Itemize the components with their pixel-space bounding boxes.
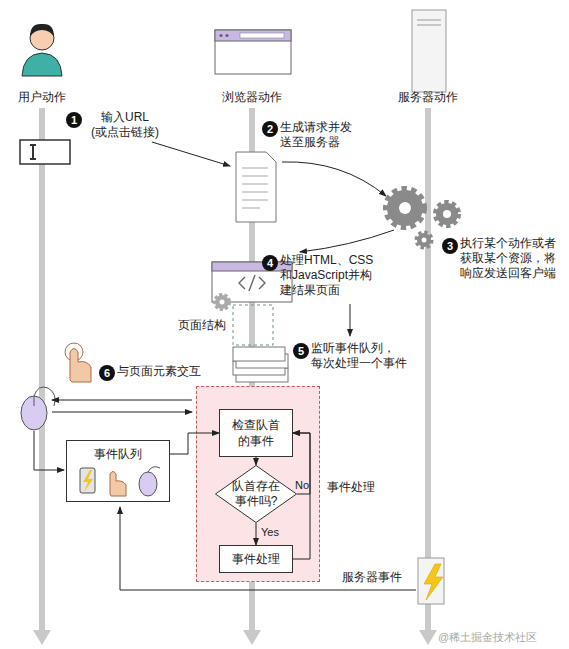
node-text: 事件处理 bbox=[232, 551, 280, 567]
lane-axis bbox=[39, 108, 45, 632]
mouse-button-line bbox=[34, 396, 35, 406]
gear-hole bbox=[422, 238, 427, 243]
step-text: 处理HTML、CSS和JavaScript并构建结果页面 bbox=[280, 253, 384, 298]
flow-arrow bbox=[350, 304, 351, 336]
step-text: 与页面元素交互 bbox=[117, 364, 217, 379]
node-text: 检查队首的事件 bbox=[231, 417, 281, 449]
server-slot bbox=[417, 20, 441, 21]
edge-label: Yes bbox=[261, 526, 279, 539]
step-text: 监听事件队列，每次处理一个事件 bbox=[311, 341, 411, 371]
user-icon-hair bbox=[30, 24, 54, 37]
mouse-icon bbox=[139, 472, 157, 496]
gear-icon bbox=[436, 203, 458, 225]
connector bbox=[170, 433, 219, 454]
diamond-shape bbox=[216, 466, 297, 523]
step-text: 执行某个动作或者获取某个资源，将响应发送回客户端 bbox=[460, 236, 560, 281]
gear-hole bbox=[220, 300, 225, 305]
browser-icon-bar bbox=[215, 30, 291, 41]
input-box-icon bbox=[20, 140, 70, 164]
callout-number: 4 bbox=[262, 255, 278, 271]
callout-number: 6 bbox=[99, 365, 115, 381]
callout-number: 3 bbox=[442, 238, 458, 254]
caption-label: 页面结构 bbox=[178, 318, 238, 333]
gear-hole bbox=[399, 202, 411, 214]
document-lines bbox=[242, 168, 268, 208]
hand-icon bbox=[110, 472, 126, 497]
callout-number: 5 bbox=[293, 343, 309, 359]
browser-dot bbox=[219, 34, 222, 37]
gear-icon bbox=[417, 233, 431, 247]
node-text: 事件队列 bbox=[94, 446, 142, 463]
page-stack bbox=[233, 347, 285, 361]
dom-guide-lines bbox=[233, 305, 273, 345]
lane-axis-head bbox=[243, 630, 261, 645]
browser-dot bbox=[225, 34, 228, 37]
column-header: 浏览器动作 bbox=[202, 90, 302, 105]
flow-arrow bbox=[282, 162, 386, 196]
flow-arrow bbox=[300, 230, 394, 252]
request-document-icon bbox=[236, 152, 276, 222]
lightning-icon bbox=[424, 564, 443, 600]
user-icon-body bbox=[22, 53, 62, 76]
gear-hole bbox=[443, 210, 451, 218]
step-text: 生成请求并发送至服务器 bbox=[280, 120, 356, 150]
mouse-cord bbox=[148, 467, 160, 472]
column-header: 用户动作 bbox=[2, 90, 82, 105]
lane-axis bbox=[425, 108, 431, 632]
edge-label: No bbox=[295, 479, 309, 492]
queue-background bbox=[66, 440, 170, 502]
connector bbox=[293, 433, 310, 559]
region-heading: 事件处理 bbox=[327, 479, 387, 496]
gear-icon bbox=[215, 295, 229, 309]
flow-arrow bbox=[152, 142, 230, 166]
event-arrow bbox=[34, 431, 64, 470]
lane-axis-head bbox=[33, 630, 51, 645]
server-slot bbox=[417, 25, 441, 26]
connector bbox=[293, 433, 310, 494]
code-symbol bbox=[239, 275, 265, 291]
column-header: 服务器动作 bbox=[378, 90, 478, 105]
connector bbox=[256, 523, 257, 545]
mouse-icon bbox=[21, 396, 47, 430]
watermark: @稀土掘金技术社区 bbox=[438, 630, 566, 645]
server-icon bbox=[412, 10, 446, 92]
connector bbox=[256, 457, 257, 465]
interaction-arrow bbox=[52, 412, 192, 413]
callout-number: 2 bbox=[262, 121, 278, 137]
browser-icon bbox=[215, 30, 291, 74]
step-text: 输入URL (或点击链接) bbox=[84, 110, 166, 140]
lightning-icon bbox=[83, 470, 93, 492]
interaction-arrow bbox=[52, 400, 192, 401]
hand-icon bbox=[70, 349, 91, 383]
caption-label: 服务器事件 bbox=[342, 570, 414, 585]
decision-diamond: 队首存在事件吗? bbox=[215, 465, 297, 523]
callout-number: 1 bbox=[66, 112, 82, 128]
browser-address-bar bbox=[240, 33, 284, 38]
event-queue-box: 事件队列 bbox=[66, 440, 170, 502]
process-box: 检查队首的事件 bbox=[219, 409, 293, 457]
server-event-icon bbox=[418, 558, 444, 604]
process-box: 事件处理 bbox=[219, 545, 293, 573]
node-text: 队首存在事件吗? bbox=[231, 479, 281, 509]
gear-icon bbox=[387, 190, 423, 226]
lane-axis-head bbox=[419, 630, 437, 645]
text-cursor-icon bbox=[30, 145, 36, 159]
phone-icon bbox=[80, 468, 95, 493]
